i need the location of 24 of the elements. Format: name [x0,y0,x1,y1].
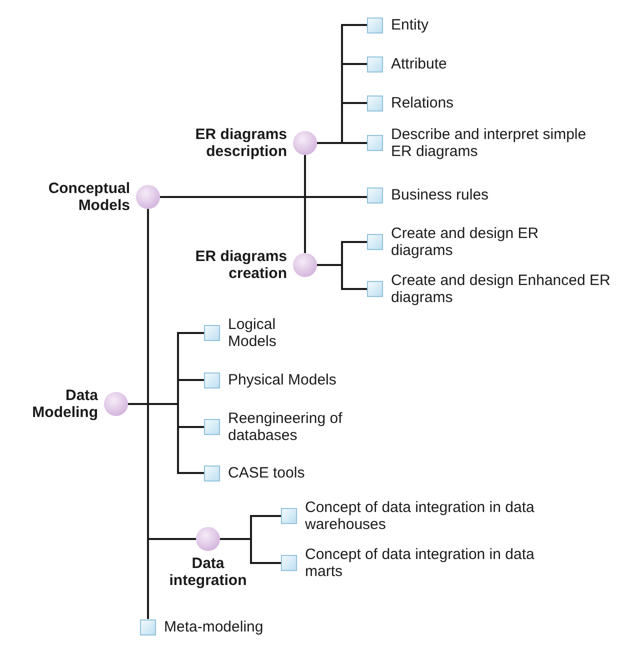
connector-line [317,142,367,144]
node-label: ER diagrams creation [194,248,287,282]
node-label: Reengineering of databases [228,410,344,444]
node-label: Physical Models [228,372,336,388]
node-label: Attribute [391,56,447,72]
connector-line [317,264,367,290]
node-label: Describe and interpret simple ER diagrams [391,126,588,160]
connector-line [147,209,149,619]
node-label: Meta-modeling [164,618,264,636]
node-label: Logical Models [228,316,278,350]
node-label: Concept of data integration in data marts [305,546,535,580]
node-label: CASE tools [228,464,305,482]
node-label: Create and design ER diagrams [391,225,540,259]
node-label: Create and design Enhanced ER diagrams [391,272,612,306]
connector-line [160,196,367,198]
node-label: Concept of data integration in data warehouses [305,499,536,533]
node-label: Relations [391,94,454,112]
node-label: Data Modeling [31,387,98,421]
node-label: Entity [391,16,429,34]
node-label: Conceptual Models [47,180,130,214]
connector-line [304,155,306,253]
node-label: Data integration [168,555,248,589]
node-label: ER diagrams description [194,126,287,160]
node-label: Business rules [391,186,489,204]
